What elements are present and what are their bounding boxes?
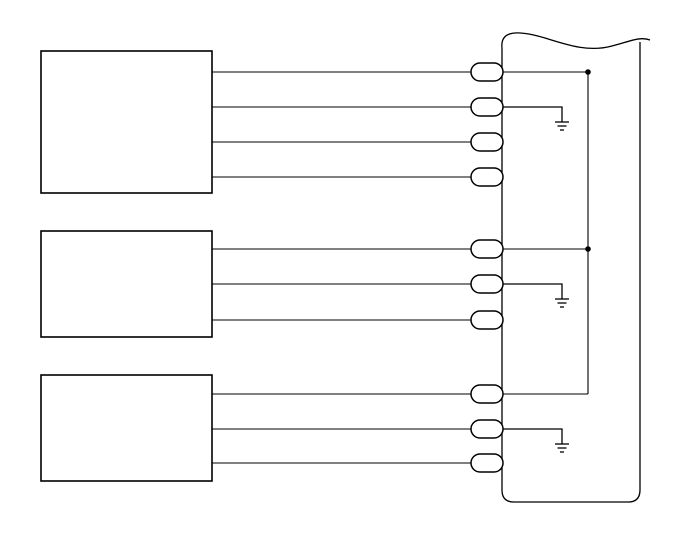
terminal (470, 310, 504, 330)
terminal (470, 97, 504, 117)
terminals (470, 62, 504, 473)
ground-icon (555, 443, 569, 453)
terminal (470, 239, 504, 259)
terminal (470, 419, 504, 439)
connector-panel (501, 32, 651, 503)
module-box-2 (40, 230, 213, 338)
terminal (470, 274, 504, 294)
module-box-1 (40, 50, 213, 194)
terminal (470, 384, 504, 404)
ground-lead (502, 283, 563, 299)
ground-lead (502, 428, 563, 444)
ground-icon (555, 121, 569, 131)
terminal (470, 132, 504, 152)
wires (212, 71, 471, 464)
ground-icon (555, 298, 569, 308)
module-box-3 (40, 374, 213, 482)
junction-dot (585, 246, 591, 252)
terminal (470, 62, 504, 82)
terminal (470, 453, 504, 473)
internal-wiring (502, 69, 591, 444)
terminal (470, 167, 504, 187)
junction-dot (585, 69, 591, 75)
ground-lead (502, 106, 563, 122)
